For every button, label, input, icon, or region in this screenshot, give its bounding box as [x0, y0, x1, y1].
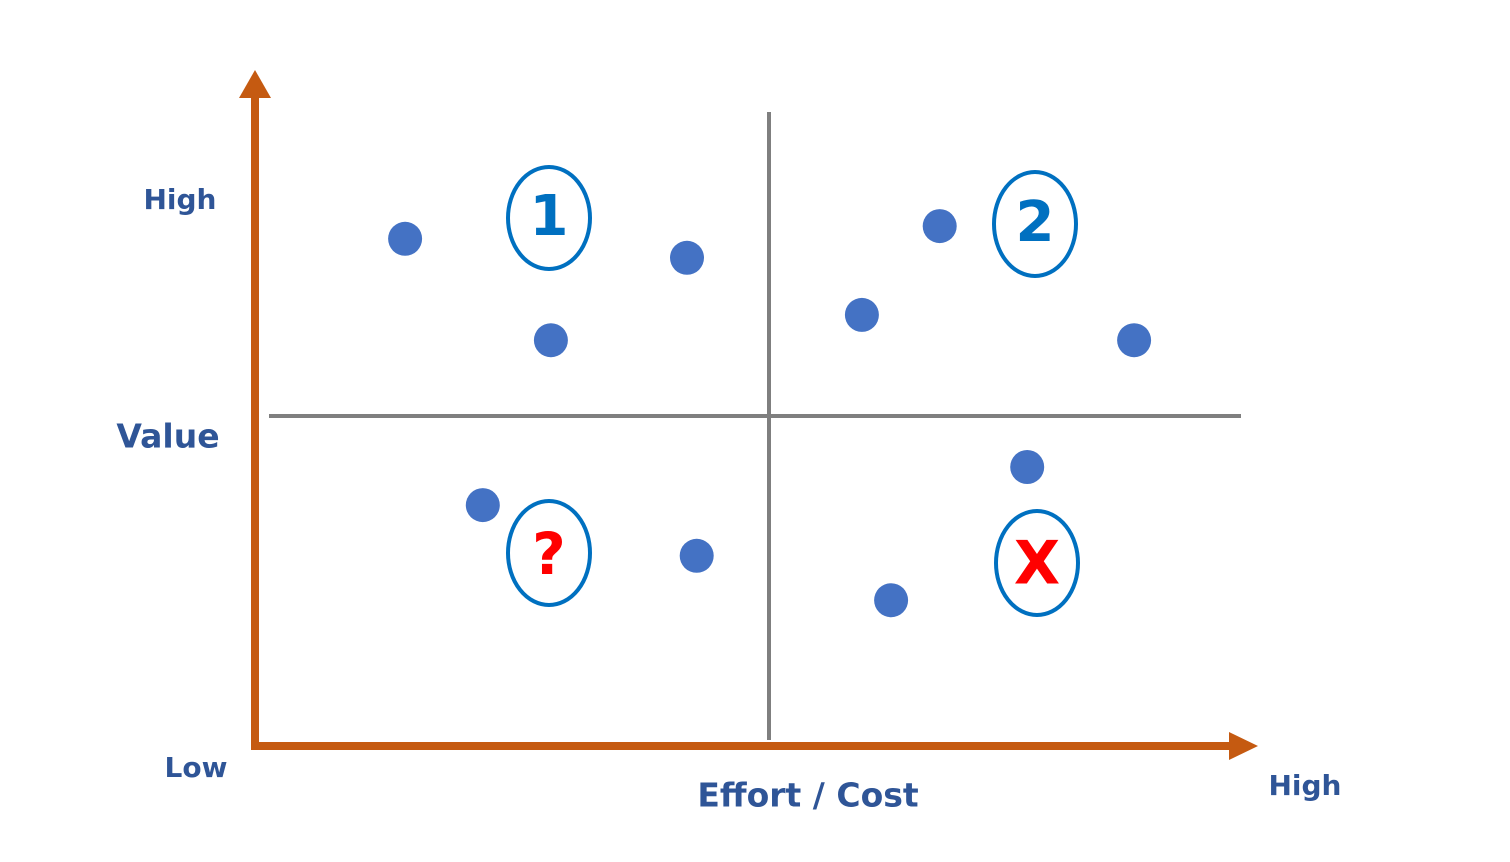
value-axis — [239, 70, 271, 747]
marker-label: 1 — [530, 184, 569, 249]
quadrant-marker-top-right: 2 — [992, 170, 1078, 278]
marker-label: X — [1014, 529, 1060, 599]
effort-axis-label: Effort / Cost — [697, 776, 919, 815]
marker-ellipse — [992, 170, 1078, 278]
marker-ellipse — [994, 509, 1080, 617]
effort-axis — [251, 732, 1258, 760]
data-point — [1010, 450, 1045, 484]
data-point — [388, 221, 423, 256]
data-point — [844, 297, 879, 332]
value-axis-arrowhead — [239, 70, 271, 98]
data-point — [670, 240, 704, 275]
quadrant-marker-top-left: 1 — [506, 165, 592, 271]
quadrant-marker-bottom-right: X — [994, 509, 1080, 617]
marker-ellipse — [506, 165, 592, 271]
effort-axis-arrowhead — [1229, 732, 1258, 760]
marker-label: ? — [532, 520, 566, 588]
marker-label: 2 — [1016, 190, 1055, 255]
data-point — [465, 488, 500, 523]
marker-ellipse — [506, 499, 592, 607]
data-point — [1117, 323, 1152, 358]
quadrant-marker-bottom-left: ? — [506, 499, 592, 607]
data-point — [533, 323, 568, 358]
data-point — [874, 583, 909, 618]
effort-high-label: High — [1268, 769, 1341, 802]
data-point — [679, 538, 714, 573]
origin-low-label: Low — [165, 751, 228, 784]
data-points — [388, 209, 1152, 618]
value-axis-label: Value — [116, 417, 219, 456]
value-high-label: High — [143, 183, 216, 216]
data-point — [922, 209, 957, 244]
